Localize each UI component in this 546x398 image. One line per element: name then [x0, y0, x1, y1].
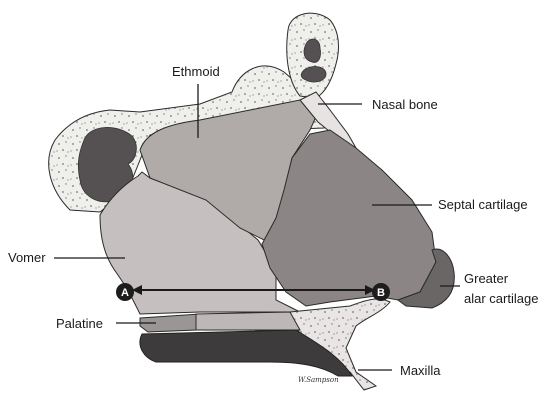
artist-signature: W.Sampson [298, 376, 339, 384]
label-ethmoid: Ethmoid [172, 64, 220, 79]
label-greater-alar-line1: Greater [464, 271, 509, 286]
svg-text:A: A [121, 287, 129, 299]
label-vomer: Vomer [8, 250, 46, 265]
label-septal-cartilage: Septal cartilage [438, 197, 528, 212]
palate-upper-shape [196, 312, 300, 330]
label-greater-alar-line2: alar cartilage [464, 291, 538, 306]
marker-b: B [372, 283, 390, 301]
label-palatine: Palatine [56, 316, 103, 331]
frontal-bone [287, 13, 339, 98]
label-nasal-bone: Nasal bone [372, 97, 438, 112]
marker-a: A [116, 283, 134, 301]
label-maxilla: Maxilla [400, 363, 441, 378]
svg-text:B: B [377, 287, 385, 299]
